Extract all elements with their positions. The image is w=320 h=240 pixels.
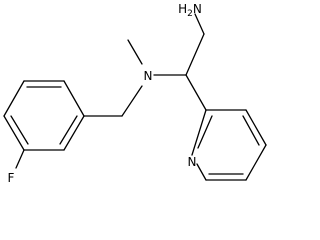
tertiary-amine-label: N bbox=[144, 69, 153, 83]
ring-a-bond-6 bbox=[63, 115, 85, 151]
ring-b-double-2 bbox=[242, 115, 260, 146]
bond-ch-pyridine bbox=[185, 74, 207, 111]
ring-b-bond-6 bbox=[191, 109, 207, 156]
pyridine-nitrogen-label: N bbox=[188, 155, 197, 169]
ring-b-double-1 bbox=[197, 115, 213, 149]
bond-ch2-ch bbox=[185, 33, 205, 76]
bond-c-f bbox=[15, 149, 25, 169]
ring-a-double-2 bbox=[10, 115, 29, 145]
ring-b-bond-2 bbox=[245, 109, 267, 146]
fluorine-label: F bbox=[8, 171, 15, 185]
amine-label: H2N bbox=[178, 2, 202, 19]
bond-nh2-ch2 bbox=[194, 13, 205, 35]
chemical-structure: H2N N F N bbox=[3, 2, 267, 185]
bond-n-benzyl-ch2 bbox=[121, 85, 143, 117]
ring-b-bond-3 bbox=[245, 144, 267, 181]
bond-n-methyl bbox=[127, 39, 143, 65]
ring-b-bond-5 bbox=[196, 163, 207, 181]
ring-a-bond-4 bbox=[3, 115, 25, 151]
ring-a-bond-1 bbox=[63, 80, 85, 117]
ring-a-bond-3 bbox=[3, 80, 25, 117]
ring-a-double-3 bbox=[59, 115, 78, 145]
